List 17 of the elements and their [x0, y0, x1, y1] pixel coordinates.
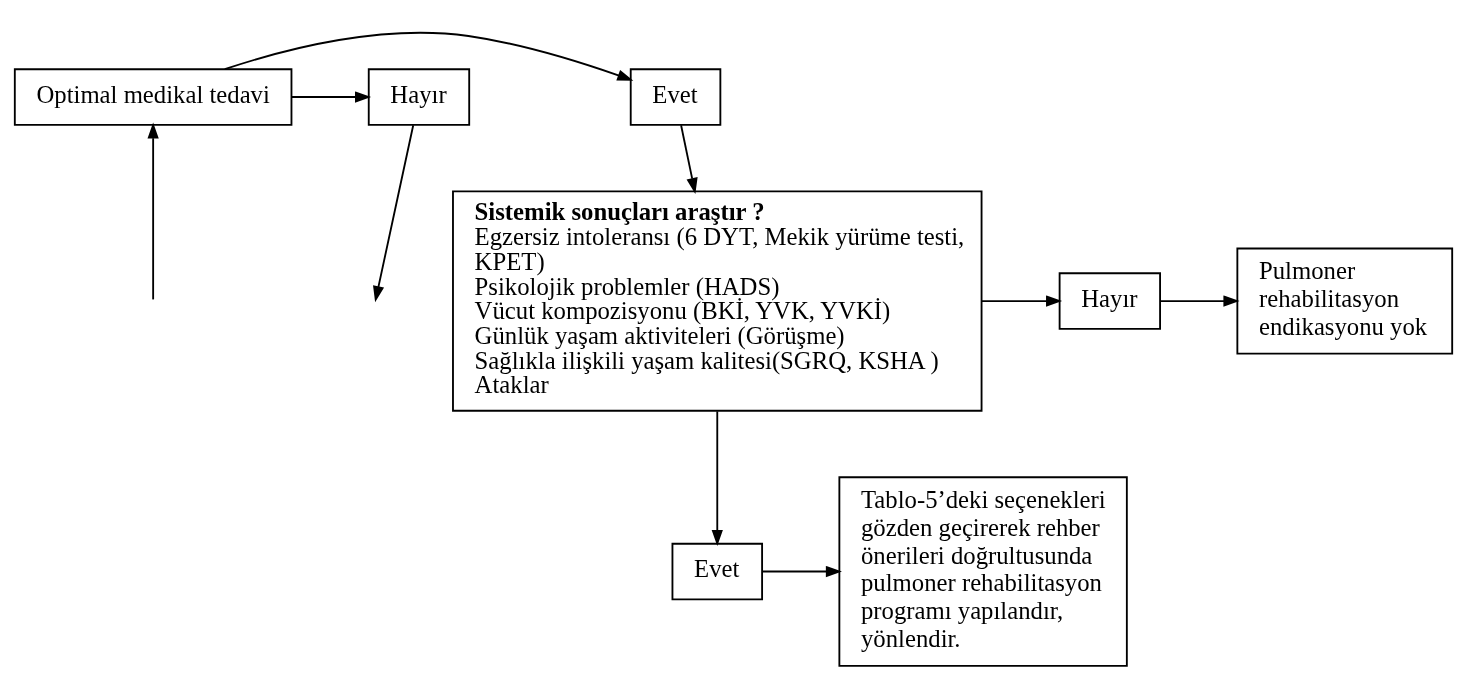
arrow: [373, 124, 415, 303]
node-box: Hayır: [1058, 272, 1161, 330]
arrow: [761, 565, 842, 578]
node-box: Evet: [671, 542, 763, 601]
node-box: Hayır: [367, 68, 471, 126]
node-box: Evet: [629, 68, 722, 126]
arrow: [680, 124, 698, 194]
node-box: Tablo-5’deki seçenekleri gözden geçirerek rehber önerileri doğrultusunda pulmoner rehabilitasyon programı yapılandır, yönlendir.: [838, 476, 1128, 667]
node-box: Sistemik sonuçları araştır ? Egzersiz intoleransı (6 DYT, Mekik yürüme testi, KPET) Psikolojik problemler (HADS) Vücut kompozisyonu (BKİ, YVK, YVKİ) Günlük yaşam aktiviteleri (Görüşme) Sağlıkla ilişkili yaşam kalitesi(SGRQ, KSHA ) Ataklar: [452, 190, 983, 412]
arrow: [980, 295, 1063, 307]
arrow: [711, 410, 723, 547]
node-box: Pulmoner rehabilitasyon endikasyonu yok: [1236, 247, 1454, 355]
arrow: [1159, 295, 1240, 307]
arrow: [147, 122, 159, 301]
node-box: Optimal medikal tedavi: [13, 68, 293, 126]
arrow: [223, 31, 634, 81]
arrow: [290, 91, 372, 103]
